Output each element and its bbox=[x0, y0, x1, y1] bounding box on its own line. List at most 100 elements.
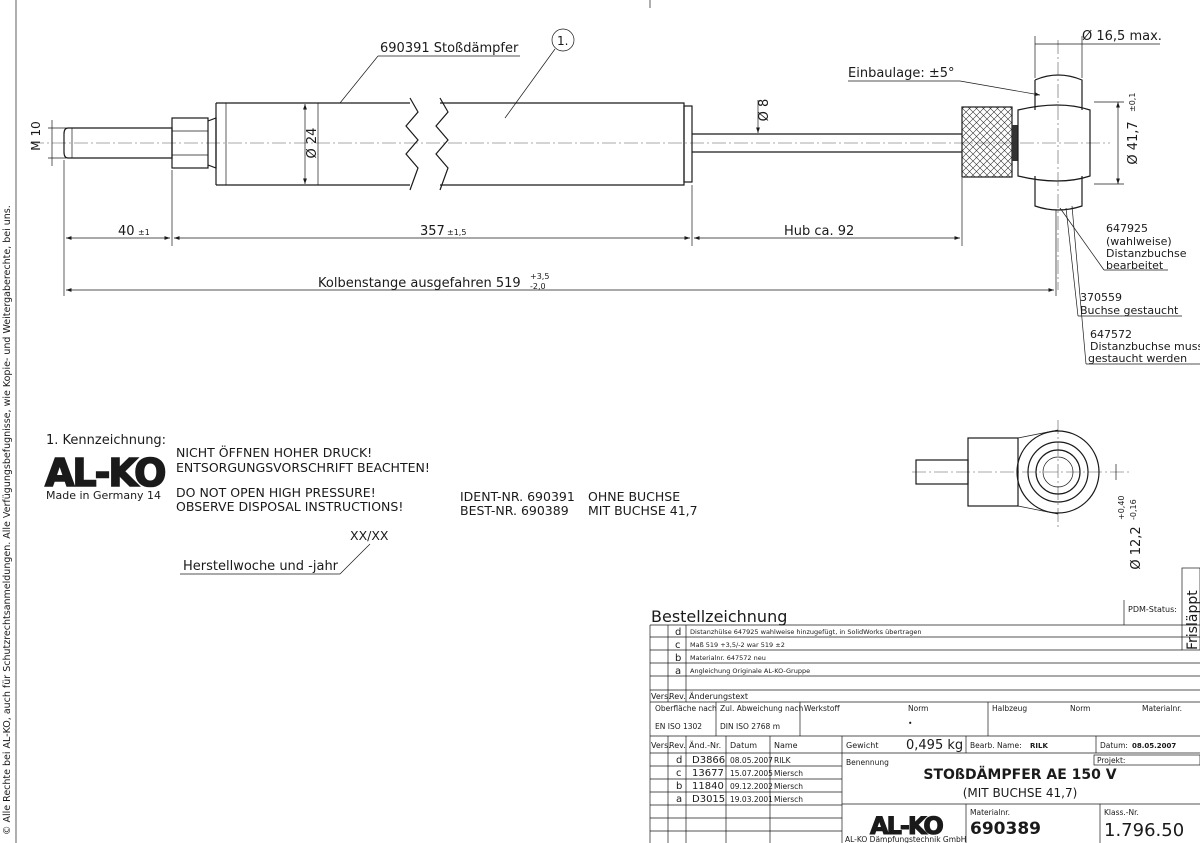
top-annotations: 690391 Stoßdämpfer 1. M 10 Ø 24 Ø 8 Ø 16… bbox=[29, 28, 1162, 185]
stamp: Frisläppt bbox=[1185, 590, 1200, 650]
title-block: Bestellzeichnung PDM-Status: Frisläppt d… bbox=[649, 567, 1200, 843]
dim-total: Kolbenstange ausgefahren 519 bbox=[318, 276, 521, 291]
body-diameter: Ø 24 bbox=[305, 128, 320, 159]
hist-date: 09.12.2002 bbox=[730, 782, 773, 791]
alko-logo: AL-KO bbox=[45, 451, 165, 495]
hist-header-nr: Änd.-Nr. bbox=[689, 740, 721, 750]
rev-header-text: Änderungstext bbox=[689, 691, 748, 701]
title-heading: Bestellzeichnung bbox=[651, 607, 787, 626]
dim-40-tol: ±1 bbox=[138, 228, 150, 237]
norm-label: Norm bbox=[908, 704, 928, 713]
designation-line-2: (MIT BUCHSE 41,7) bbox=[963, 786, 1078, 800]
week-code: XX/XX bbox=[350, 528, 389, 543]
break-line-2 bbox=[435, 97, 449, 191]
dim-stroke: Hub ca. 92 bbox=[784, 224, 854, 239]
break-line-1 bbox=[405, 97, 419, 191]
distance-bushing bbox=[961, 106, 1013, 178]
surface-value: EN ISO 1302 bbox=[655, 722, 702, 731]
bush-diameter: Ø 41,7 bbox=[1126, 121, 1141, 164]
side-diameter: Ø 12,2 bbox=[1129, 526, 1144, 569]
callout-647925-l1: (wahlweise) bbox=[1106, 235, 1172, 248]
rev-header-vers: Vers. bbox=[651, 692, 671, 701]
cylinder-body bbox=[440, 102, 685, 186]
thread-label: M 10 bbox=[29, 121, 43, 150]
made-in: Made in Germany 14 bbox=[46, 489, 161, 502]
side-tol-up: +0,40 bbox=[1117, 495, 1126, 520]
hist-nr: D3866 bbox=[692, 755, 725, 766]
copyright-note: © Alle Rechte bei AL-KO, auch für Schutz… bbox=[2, 205, 13, 835]
rev-d: d bbox=[675, 627, 681, 638]
hist-rev: a bbox=[676, 794, 682, 805]
callout-370559-l1: Buchse gestaucht bbox=[1080, 304, 1179, 317]
pdm-status: PDM-Status: bbox=[1128, 605, 1177, 614]
class-label: Klass.-Nr. bbox=[1104, 808, 1139, 817]
ident-label: IDENT-NR. 690391 bbox=[460, 489, 575, 504]
werkstoff-label: Werkstoff bbox=[804, 704, 840, 713]
date-value: 08.05.2007 bbox=[1132, 742, 1176, 750]
balloon bbox=[551, 28, 575, 52]
callout-647925-l3: bearbeitet bbox=[1106, 259, 1164, 272]
rev-a: a bbox=[675, 666, 681, 677]
dim-40: 40 bbox=[118, 224, 135, 239]
rev-b-text: Materialnr. 647572 neu bbox=[690, 654, 766, 662]
date-label: Datum: bbox=[1100, 741, 1128, 750]
hist-nr: 11840 bbox=[692, 781, 724, 792]
length-dimensions: 40 ±1 357 ±1,5 Hub ca. 92 Kolbenstange a… bbox=[63, 160, 1057, 296]
dim-total-tol-down: -2,0 bbox=[530, 282, 546, 291]
part-label: 690391 Stoßdämpfer bbox=[380, 41, 519, 56]
warn-de-1: NICHT ÖFFNEN HOHER DRUCK! bbox=[176, 444, 372, 460]
best-label: BEST-NR. 690389 bbox=[460, 503, 569, 518]
rod-diameter: Ø 8 bbox=[757, 99, 772, 122]
hist-date: 08.05.2007 bbox=[730, 756, 773, 765]
warn-en-1: DO NOT OPEN HIGH PRESSURE! bbox=[176, 485, 376, 500]
class-value: 1.796.50 bbox=[1104, 820, 1184, 841]
callout-647572-l1: Distanzbuchse muss bbox=[1090, 340, 1200, 353]
weight-label: Gewicht bbox=[846, 741, 879, 750]
material-label: Materialnr. bbox=[970, 808, 1010, 817]
rev-b: b bbox=[675, 653, 681, 664]
bushing-callouts: 647925 (wahlweise) Distanzbuchse bearbei… bbox=[1059, 205, 1200, 365]
callout-370559: 370559 bbox=[1080, 291, 1122, 304]
norm2-label: Norm bbox=[1070, 704, 1090, 713]
callout-647572: 647572 bbox=[1090, 328, 1132, 341]
callout-647925-l2: Distanzbuchse bbox=[1106, 247, 1187, 260]
designation-line-1: STOßDÄMPFER AE 150 V bbox=[923, 766, 1116, 783]
material-value: 690389 bbox=[970, 819, 1041, 839]
norm-value: • bbox=[908, 719, 912, 728]
ident-value: OHNE BUCHSE bbox=[588, 489, 680, 504]
rev-c: c bbox=[675, 640, 681, 651]
marking-heading: 1. Kennzeichnung: bbox=[46, 433, 166, 448]
materialnr-label: Materialnr. bbox=[1142, 704, 1182, 713]
surface-label: Oberfläche nach bbox=[655, 704, 717, 713]
best-value: MIT BUCHSE 41,7 bbox=[588, 503, 698, 518]
rev-a-text: Angleichung Originale AL-KO-Gruppe bbox=[690, 667, 810, 675]
callout-647925: 647925 bbox=[1106, 222, 1148, 235]
hist-header-date: Datum bbox=[730, 741, 757, 750]
designation-label: Benennung bbox=[846, 758, 889, 767]
hist-name: RILK bbox=[774, 756, 792, 765]
project-label: Projekt: bbox=[1097, 756, 1125, 765]
hist-date: 19.03.2001 bbox=[730, 795, 773, 804]
end-view: Ø 12,2 +0,40 -0,16 bbox=[912, 420, 1144, 570]
warn-en-2: OBSERVE DISPOSAL INSTRUCTIONS! bbox=[176, 499, 403, 514]
bush-diameter-tol: ±0,1 bbox=[1128, 93, 1137, 112]
threaded-end bbox=[63, 127, 173, 159]
hex-nut bbox=[171, 117, 209, 169]
hist-nr: 13677 bbox=[692, 768, 724, 779]
callout-647572-l2: gestaucht werden bbox=[1088, 352, 1187, 365]
weight-value: 0,495 kg bbox=[906, 738, 963, 753]
company-logo: AL-KO bbox=[870, 812, 943, 840]
hist-header-name: Name bbox=[774, 741, 798, 750]
hist-rev: b bbox=[676, 781, 682, 792]
rev-header-rev: Rev. bbox=[669, 692, 686, 701]
marking-section: 1. Kennzeichnung: AL-KO Made in Germany … bbox=[44, 433, 698, 575]
install-angle: Einbaulage: ±5° bbox=[848, 66, 955, 81]
dim-357-tol: ±1,5 bbox=[447, 228, 466, 237]
halbzeug-label: Halbzeug bbox=[992, 704, 1027, 713]
hist-rev: c bbox=[676, 768, 682, 779]
max-diameter: Ø 16,5 max. bbox=[1082, 29, 1162, 44]
hist-name: Miersch bbox=[774, 782, 803, 791]
tolerance-value: DIN ISO 2768 m bbox=[720, 722, 780, 731]
balloon-number: 1. bbox=[557, 34, 568, 48]
